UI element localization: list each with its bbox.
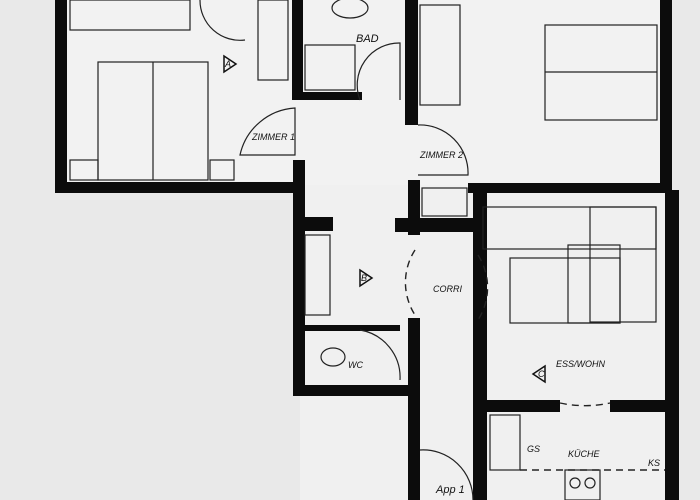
wardrobe bbox=[257, 0, 289, 81]
marker-b: B bbox=[361, 273, 367, 283]
toilet bbox=[320, 347, 346, 367]
nightstand bbox=[209, 159, 235, 181]
wardrobe-zimmer2 bbox=[419, 4, 461, 106]
room-label-bad: BAD bbox=[356, 33, 379, 45]
washbasin bbox=[331, 0, 369, 19]
sofa-side bbox=[589, 206, 657, 323]
room-label-zimmer2: ZIMMER 2 bbox=[419, 150, 463, 160]
marker-c: C bbox=[538, 369, 545, 379]
cabinet bbox=[304, 234, 331, 316]
room-label-kueche: KÜCHE bbox=[568, 449, 601, 459]
room-label-zimmer1: ZIMMER 1 bbox=[251, 132, 295, 142]
fixture-gs: GS bbox=[527, 444, 540, 454]
walls bbox=[55, 0, 679, 500]
upper-rooms-floor bbox=[66, 0, 662, 185]
room-label-wc: WC bbox=[348, 360, 363, 370]
apartment-label: App 1 bbox=[435, 484, 465, 496]
furniture bbox=[69, 0, 665, 500]
room-label-corridor: CORRI bbox=[433, 284, 462, 294]
shelf bbox=[421, 187, 468, 217]
room-labels: BAD ZIMMER 1 ZIMMER 2 CORRI WC ESS/WOHN … bbox=[251, 33, 660, 496]
marker-a: A bbox=[224, 59, 231, 69]
room-label-ess-wohn: ESS/WOHN bbox=[556, 359, 606, 369]
nightstand bbox=[69, 159, 99, 181]
sink bbox=[489, 414, 521, 471]
shower bbox=[304, 44, 356, 91]
fixture-ks: KS bbox=[648, 458, 660, 468]
bed-top bbox=[69, 0, 191, 31]
doors bbox=[199, 0, 611, 500]
dining-table bbox=[567, 244, 621, 324]
section-markers: A B C bbox=[223, 54, 546, 384]
